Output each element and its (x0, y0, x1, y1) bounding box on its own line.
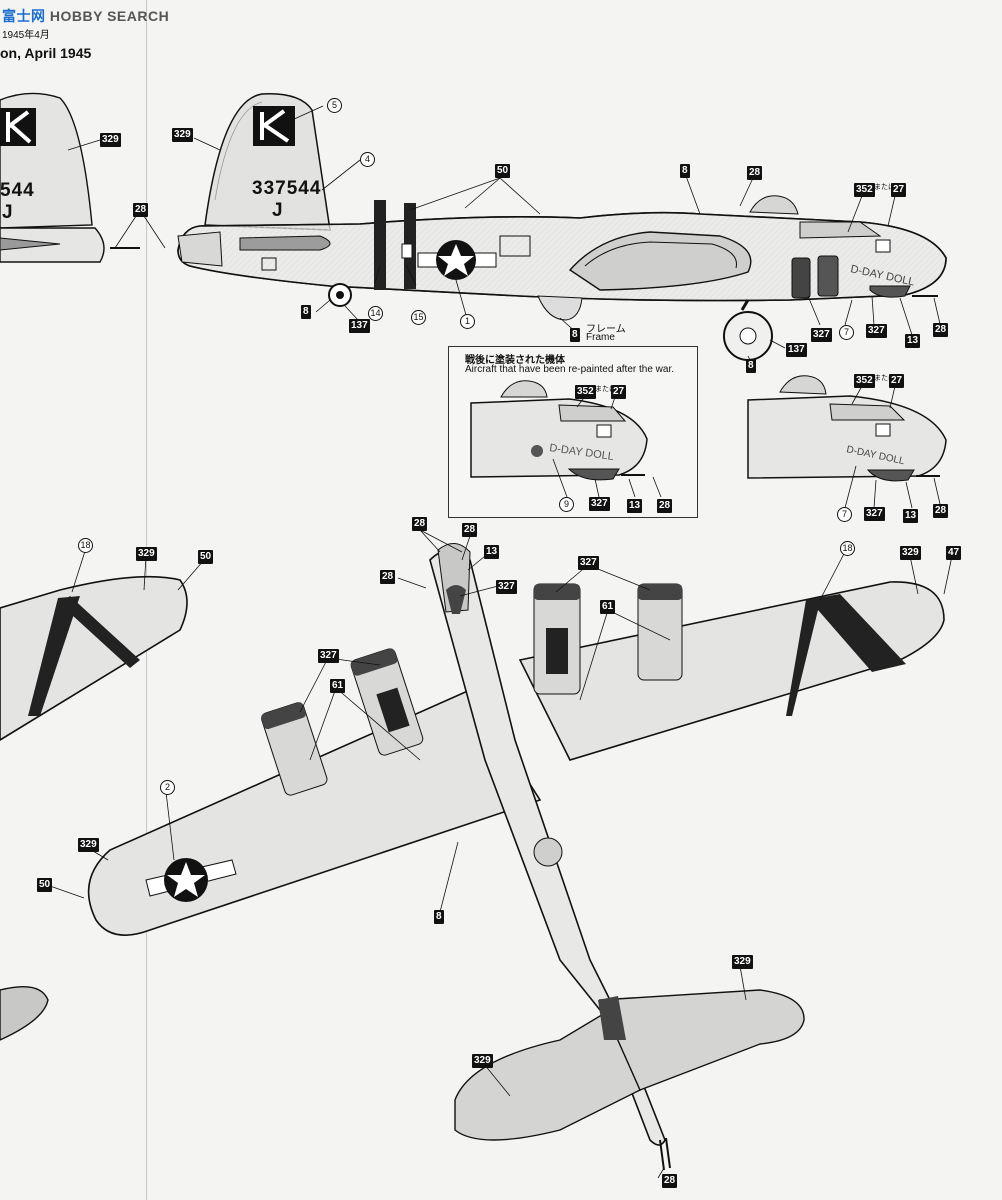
plan-callout-329-tail-r: 329 (732, 955, 753, 969)
plan-callout-327-left: 327 (318, 649, 339, 663)
right-callout-28: 28 (933, 504, 949, 518)
inset-nose-drawing: D-DAY DOLL (470, 380, 662, 498)
left-tail-code: J (2, 202, 13, 223)
inset-callout-327: 327 (589, 497, 610, 511)
callout-circle-1: 1 (460, 314, 475, 329)
callout-box-8-frame: 8 (570, 328, 580, 342)
right-callout-7: 7 (837, 507, 852, 522)
callout-box-352: 352 (854, 183, 875, 197)
plan-callout-61-right: 61 (600, 600, 616, 614)
frame-label-jp: フレーム (586, 324, 626, 335)
callout-box-28-left: 28 (133, 203, 149, 217)
date-fragment: 1945年4月 (2, 30, 50, 41)
watermark-logo: 富士网 (2, 8, 46, 24)
plan-callout-50-topleft: 50 (198, 550, 214, 564)
left-partial-aircraft (0, 92, 140, 263)
callout-box-28-nose: 28 (933, 323, 949, 337)
inset-title-jp: 戦後に塗装された機体 (465, 355, 565, 366)
left-tail-serial: 544 (0, 180, 35, 201)
plan-callout-327-right: 327 (578, 556, 599, 570)
inset-callout-9: 9 (559, 497, 574, 512)
right-nose-view: D-DAY DOLL (747, 375, 947, 509)
callout-circle-14: 14 (368, 306, 383, 321)
callout-box-327-a: 327 (811, 328, 832, 342)
plan-callout-50-left: 50 (37, 878, 53, 892)
inset-callout-352: 352 (575, 385, 596, 399)
callout-circle-4: 4 (360, 152, 375, 167)
plan-callout-28-c: 28 (380, 570, 396, 584)
right-callout-352: 352 (854, 374, 875, 388)
callout-box-27: 27 (891, 183, 907, 197)
plan-callout-329-topleft: 329 (136, 547, 157, 561)
frame-label-en: Frame (586, 332, 615, 343)
plan-callout-28-tail: 28 (662, 1174, 678, 1188)
inset-callout-28: 28 (657, 499, 673, 513)
plan-callout-329-tail-l: 329 (472, 1054, 493, 1068)
callout-box-137-tail: 137 (349, 319, 370, 333)
callout-box-8-wheel: 8 (301, 305, 311, 319)
right-callout-327: 327 (864, 507, 885, 521)
right-callout-27: 27 (889, 374, 905, 388)
callout-box-50: 50 (495, 164, 511, 178)
inset-or-note: または or (595, 386, 625, 393)
tail-code: J (272, 200, 283, 221)
page-caption: on, April 1945 (0, 45, 92, 61)
callout-box-8-main: 8 (746, 359, 756, 373)
callout-box-13: 13 (905, 334, 921, 348)
watermark: 富士网 HOBBY SEARCH (2, 6, 169, 26)
right-or-note: または or (874, 375, 903, 382)
plan-callout-8: 8 (434, 910, 444, 924)
callout-circle-15: 15 (411, 310, 426, 325)
plan-callout-329-left: 329 (78, 838, 99, 852)
callout-box-28: 28 (747, 166, 763, 180)
inset-callout-27: 27 (611, 385, 627, 399)
repaint-inset: 戦後に塗装された機体 Aircraft that have been re-pa… (448, 346, 698, 518)
plan-callout-28-a: 28 (412, 517, 428, 531)
plan-callout-329-right: 329 (900, 546, 921, 560)
callout-circle-7: 7 (839, 325, 854, 340)
plan-callout-13: 13 (484, 545, 500, 559)
callout-box-8: 8 (680, 164, 690, 178)
side-view-aircraft: D-DAY DOLL (67, 93, 947, 363)
plan-callout-47: 47 (946, 546, 962, 560)
plan-callout-61-left: 61 (330, 679, 346, 693)
callout-box-137-main: 137 (786, 343, 807, 357)
right-callout-13: 13 (903, 509, 919, 523)
plan-callout-327-nose: 327 (496, 580, 517, 594)
plan-callout-2: 2 (160, 780, 175, 795)
or-note-side: または or (874, 184, 904, 191)
plan-callout-28-b: 28 (462, 523, 478, 537)
callout-box-327-b: 327 (866, 324, 887, 338)
callout-box-329: 329 (172, 128, 193, 142)
inset-title-en: Aircraft that have been re-painted after… (465, 364, 675, 375)
plan-callout-18-left: 18 (78, 538, 93, 553)
plan-callout-18-right: 18 (840, 541, 855, 556)
inset-callout-13: 13 (627, 499, 643, 513)
watermark-text: HOBBY SEARCH (49, 8, 170, 24)
callout-circle-5: 5 (327, 98, 342, 113)
plan-view-aircraft (0, 529, 953, 1179)
tail-serial: 337544 (252, 178, 322, 199)
callout-box-329-left: 329 (100, 133, 121, 147)
